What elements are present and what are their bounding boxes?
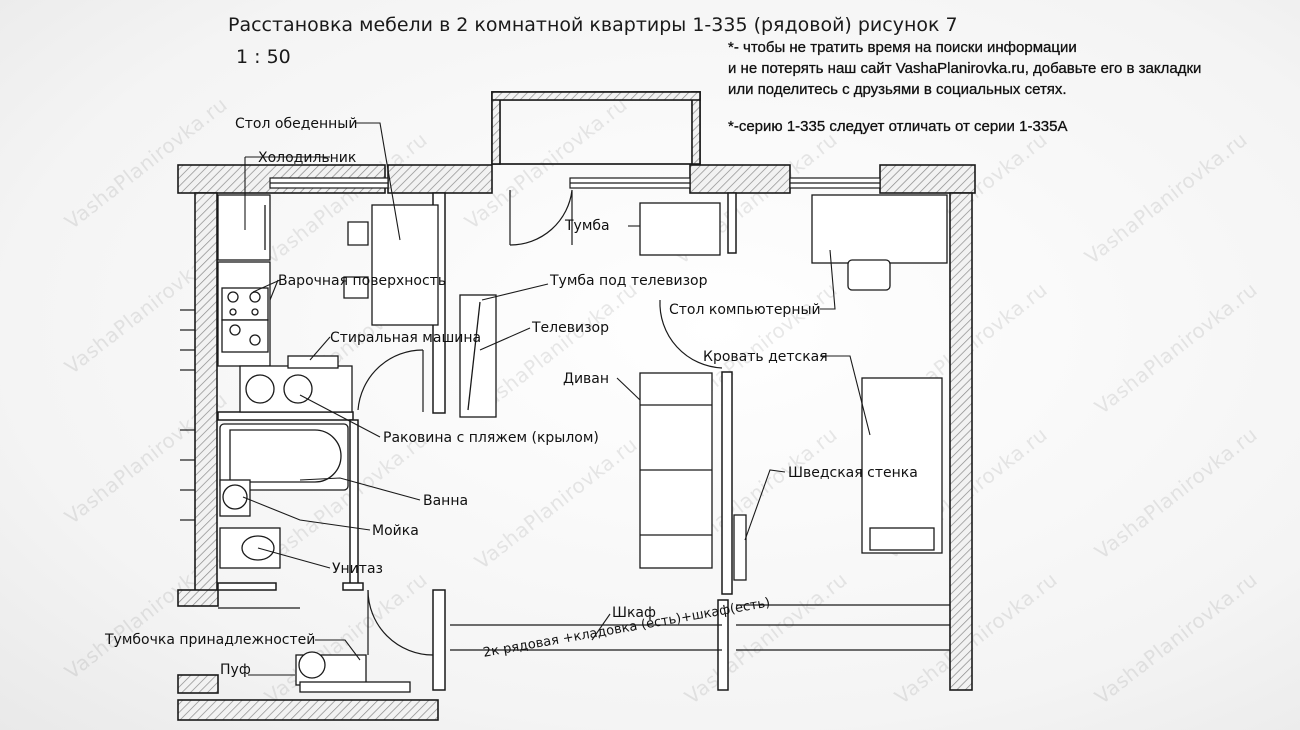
label-kids-bed: Кровать детская: [703, 349, 828, 365]
dining-table: [371, 204, 439, 326]
label-washbasin: Мойка: [372, 523, 419, 539]
label-fridge: Холодильник: [258, 150, 357, 166]
label-toilet: Унитаз: [332, 561, 383, 577]
windows: [269, 177, 881, 189]
note-line-1: *- чтобы не тратить время на поиски инфо…: [728, 39, 1077, 56]
living-room-furniture: [450, 202, 722, 651]
computer-desk: [811, 194, 948, 264]
label-wall-bars: Шведская стенка: [788, 465, 918, 481]
hall-furniture: [218, 607, 411, 693]
fridge: [217, 194, 271, 261]
cabinet: [639, 202, 721, 256]
label-cabinet: Тумба: [565, 218, 610, 234]
sink: [239, 365, 353, 413]
label-wardrobe: Шкаф: [612, 605, 656, 621]
label-washer: Стиральная машина: [330, 330, 482, 346]
door-swings: [357, 189, 723, 656]
wall-bars: [733, 514, 747, 581]
hob: [221, 287, 269, 321]
tv-stand: [459, 294, 497, 418]
exterior-wall-ticks: [180, 309, 195, 521]
leader-lines: [242, 122, 871, 676]
exterior-walls: [177, 91, 976, 721]
label-tv: Телевизор: [532, 320, 609, 336]
label-dining-table: Стол обеденный: [235, 116, 358, 132]
kids-bed: [861, 377, 943, 554]
label-sofa: Диван: [563, 371, 610, 387]
bathroom-furniture: [219, 423, 349, 569]
kids-room-furniture: [733, 194, 950, 651]
label-tv-stand: Тумба под телевизор: [550, 273, 708, 289]
interior-walls: [217, 192, 737, 691]
label-hob: Варочная поверхность: [278, 273, 447, 289]
label-bath: Ванна: [423, 493, 469, 509]
note-line-3: или поделитесь с друзьями в социальных с…: [728, 81, 1067, 98]
kitchen-furniture: [217, 194, 439, 413]
label-pouf: Пуф: [220, 662, 251, 678]
note-line-2: и не потерять наш сайт VashaPlanirovka.r…: [728, 60, 1202, 77]
label-sink-wing: Раковина с пляжем (крылом): [383, 430, 599, 446]
note-series-warning: *-серию 1-335 следует отличать от серии …: [728, 118, 1068, 135]
drawing-scale: 1 : 50: [236, 46, 291, 68]
page-title: Расстановка мебели в 2 комнатной квартир…: [228, 14, 958, 36]
label-accessories-cabinet: Тумбочка принадлежностей: [105, 632, 316, 648]
label-computer-desk: Стол компьютерный: [669, 302, 821, 318]
